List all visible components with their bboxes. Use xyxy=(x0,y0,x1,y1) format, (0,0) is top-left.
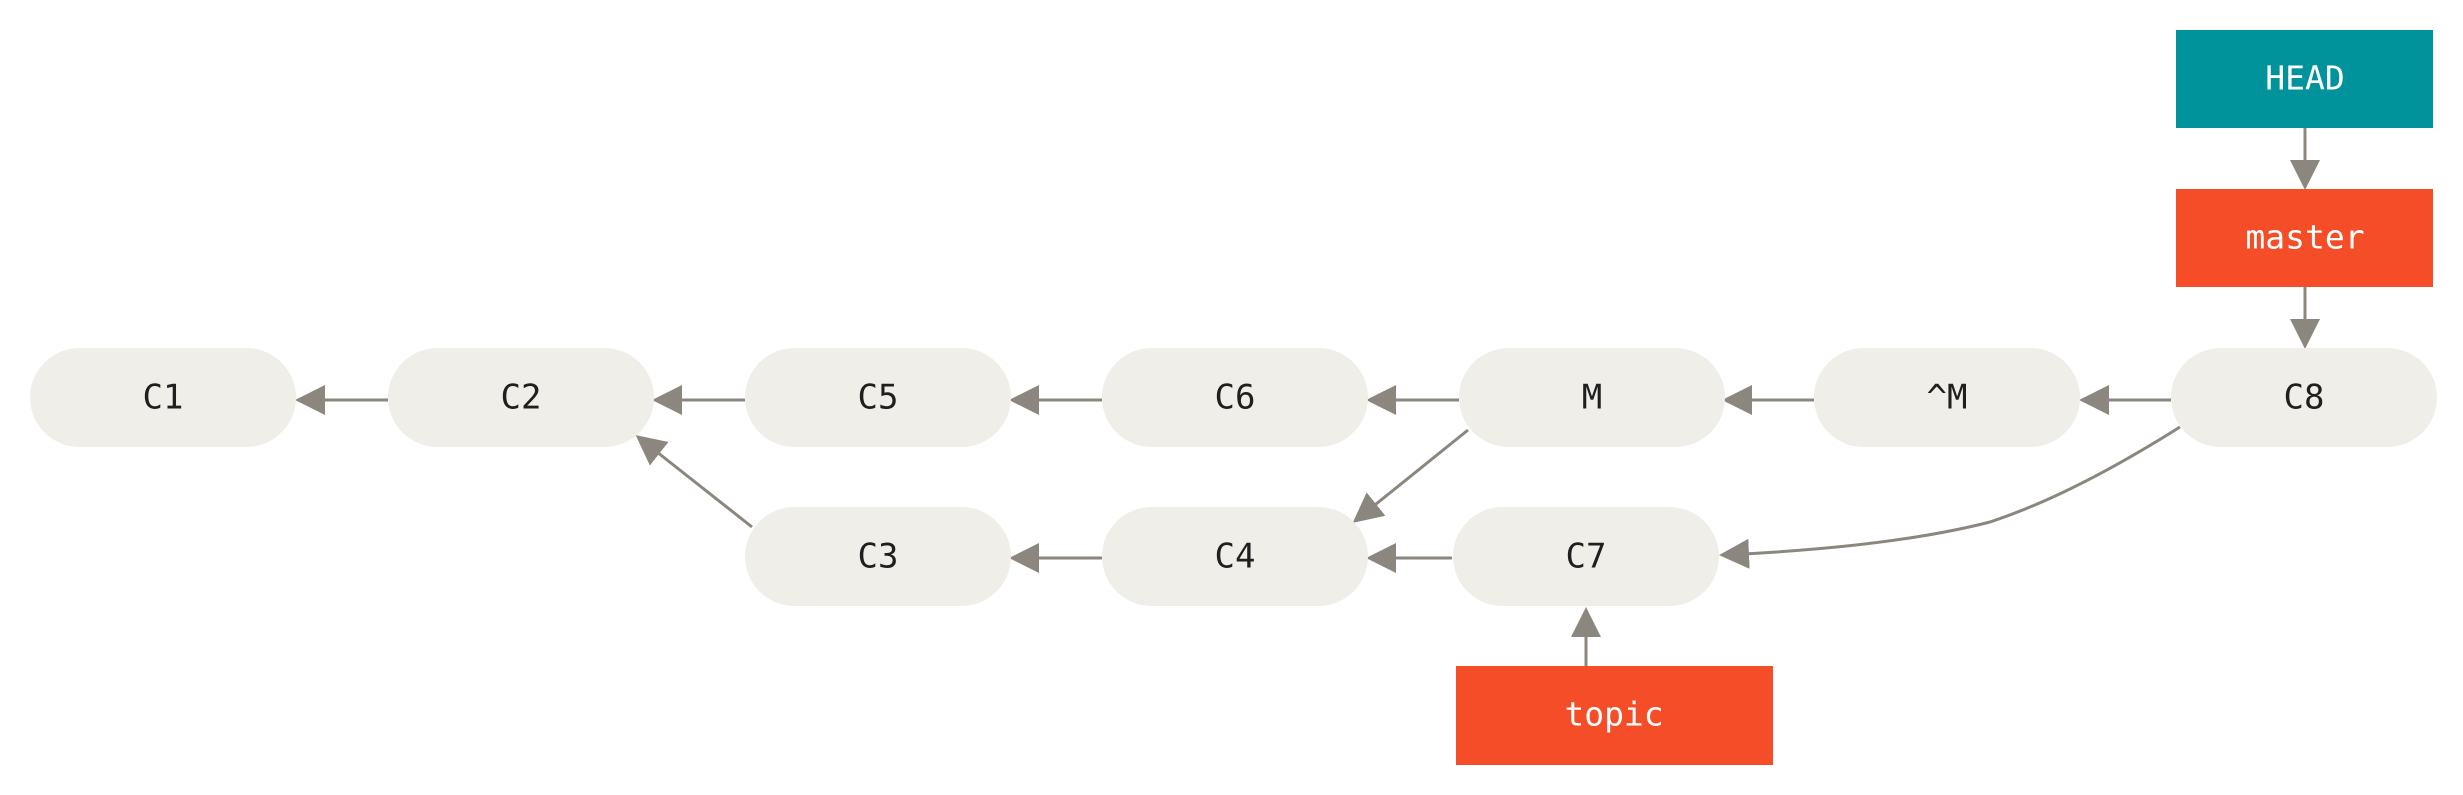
commit-c1: C1 xyxy=(30,348,296,447)
commit-c2: C2 xyxy=(388,348,654,447)
commit-pill xyxy=(1459,348,1725,447)
edge-c8-to-c7 xyxy=(1719,425,2181,569)
commit-m-revert: ^M xyxy=(1814,348,2080,447)
commit-pill xyxy=(1814,348,2080,447)
ref-label: topic xyxy=(1564,695,1663,734)
commit-c4: C4 xyxy=(1102,507,1368,606)
ref-box xyxy=(1456,666,1773,765)
commit-pill xyxy=(745,348,1011,447)
edge-m-to-c4 xyxy=(1352,428,1469,523)
ref-label: master xyxy=(2245,218,2364,257)
ref-box xyxy=(2176,30,2433,128)
commit-c8: C8 xyxy=(2171,348,2437,447)
commit-label: C3 xyxy=(858,537,899,577)
commit-c6: C6 xyxy=(1102,348,1368,447)
edge-c3-to-c2 xyxy=(635,435,753,529)
commit-label: C1 xyxy=(143,378,184,418)
commit-pill xyxy=(745,507,1011,606)
commit-c3: C3 xyxy=(745,507,1011,606)
commit-label: M xyxy=(1582,378,1602,418)
ref-head: HEAD xyxy=(2176,30,2433,128)
commit-pill xyxy=(388,348,654,447)
commit-label: C7 xyxy=(1566,537,1607,577)
commit-label: C8 xyxy=(2284,378,2325,418)
commit-label: ^M xyxy=(1927,378,1968,418)
commit-label: C5 xyxy=(858,378,899,418)
commit-pill xyxy=(30,348,296,447)
commit-c5: C5 xyxy=(745,348,1011,447)
commit-label: C6 xyxy=(1215,378,1256,418)
commit-pill xyxy=(1102,507,1368,606)
commit-pill xyxy=(2171,348,2437,447)
ref-topic: topic xyxy=(1456,666,1773,765)
commit-label: C2 xyxy=(501,378,542,418)
commit-c7: C7 xyxy=(1453,507,1719,606)
ref-label: HEAD xyxy=(2265,59,2344,98)
commit-pill xyxy=(1453,507,1719,606)
commit-label: C4 xyxy=(1215,537,1256,577)
ref-master: master xyxy=(2176,189,2433,287)
ref-box xyxy=(2176,189,2433,287)
commit-pill xyxy=(1102,348,1368,447)
commit-m: M xyxy=(1459,348,1725,447)
edges xyxy=(295,128,2320,666)
